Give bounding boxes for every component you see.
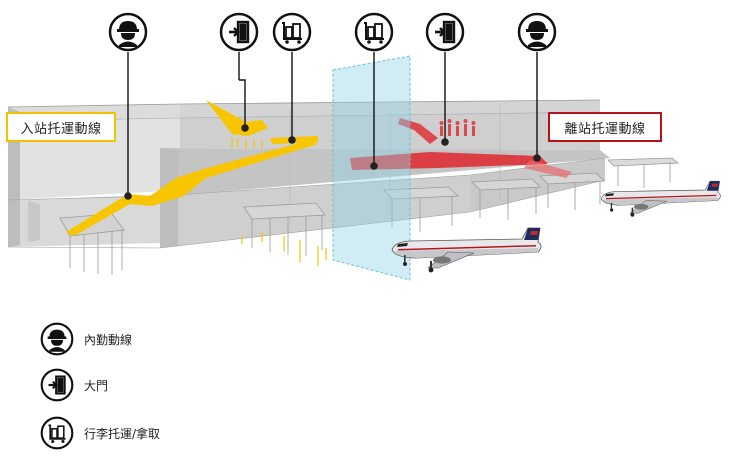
door-enter-icon xyxy=(40,368,74,402)
legend-label: 行李托運/拿取 xyxy=(84,426,161,441)
legend-item-gate: 大門 xyxy=(40,368,108,402)
luggage-cart-icon xyxy=(40,416,74,450)
legend-item-staff: 內勤動線 xyxy=(40,322,132,356)
flow-point-marker xyxy=(124,192,132,200)
airplane-far xyxy=(600,180,721,218)
airplane-near xyxy=(391,227,542,273)
legend-item-baggage: 行李托運/拿取 xyxy=(40,416,160,450)
flow-point-marker xyxy=(441,138,449,146)
legend-label: 大門 xyxy=(84,378,109,393)
luggage-cart-icon xyxy=(272,12,312,52)
worker-helmet-icon xyxy=(108,12,148,52)
flow-point-marker xyxy=(241,124,249,132)
door-enter-icon xyxy=(425,12,465,52)
flow-point-marker xyxy=(370,162,378,170)
flow-point-marker xyxy=(288,136,296,144)
luggage-cart-icon xyxy=(354,12,394,52)
worker-helmet-icon xyxy=(40,322,74,356)
arrival-baggage-flow xyxy=(66,100,327,266)
departure-baggage-flow xyxy=(350,118,572,178)
departure-flow-label: 離站托運動線 xyxy=(548,112,662,142)
door-enter-icon xyxy=(219,12,259,52)
worker-helmet-icon xyxy=(517,12,557,52)
legend-label: 內勤動線 xyxy=(84,332,133,347)
arrival-flow-label: 入站托運動線 xyxy=(6,112,116,142)
icon-leader-lines xyxy=(127,52,538,196)
flow-point-marker xyxy=(533,154,541,162)
